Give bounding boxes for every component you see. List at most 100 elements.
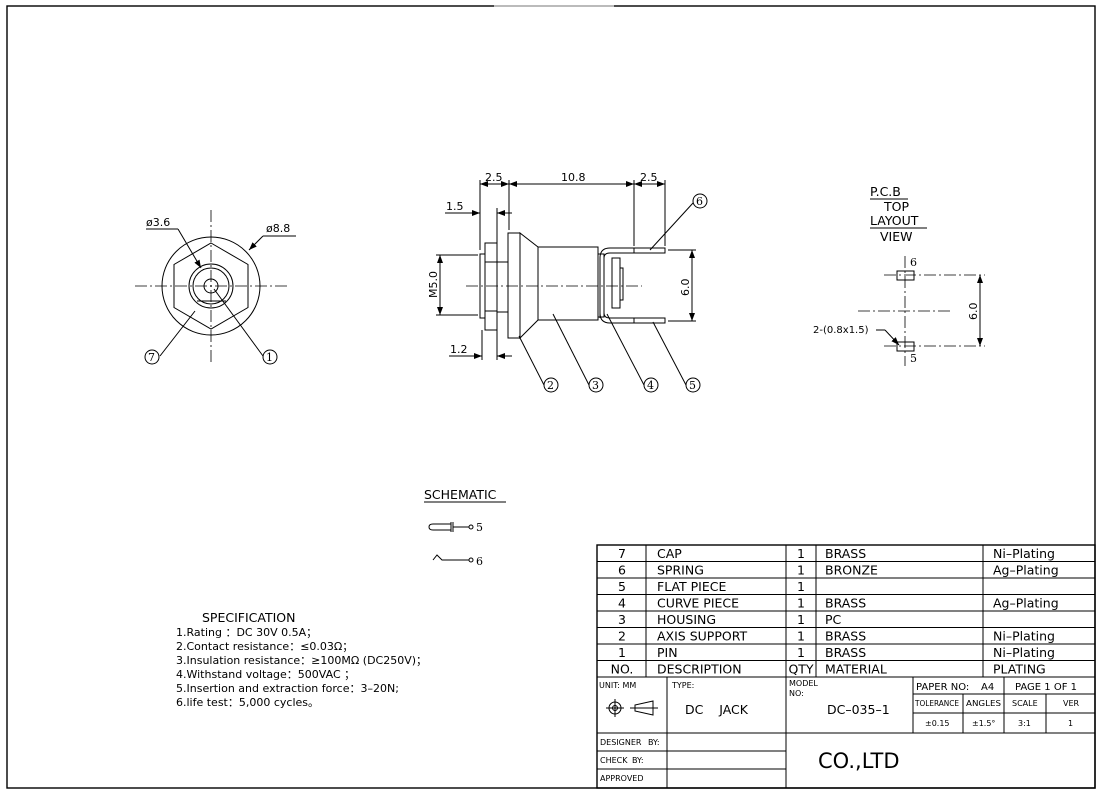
bom-plating: Ni–Plating	[993, 629, 1055, 644]
bom-row: 5 FLAT PIECE 1	[618, 579, 805, 594]
pcb-dim-6-0: 6.0	[967, 303, 980, 321]
balloon-3-label: 3	[592, 379, 599, 392]
bom-no: 7	[618, 546, 626, 561]
designer-label: DESIGNER	[600, 738, 642, 747]
balloon-1-label: 1	[266, 351, 273, 364]
bom-material: PC	[825, 612, 842, 627]
bom-material: MATERIAL	[825, 662, 887, 677]
bom-plating: PLATING	[993, 662, 1046, 677]
side-view: 2.5 10.8 2.5 1.5 1.2 M5.0 6.0 6 2 3 4 5	[427, 171, 708, 393]
bom-material: BRASS	[825, 596, 866, 611]
spec-item: 5.Insertion and extraction force：3–20N;	[176, 682, 399, 695]
bom-qty: 1	[797, 629, 805, 644]
spec-item: 1.Rating ：DC 30V 0.5A；	[176, 626, 317, 639]
paper-value: A4	[981, 682, 994, 693]
bom-description: PIN	[657, 645, 678, 660]
pcb-title-overlay: TOP	[883, 199, 909, 214]
dim-m5: M5.0	[427, 271, 440, 298]
tolerance-value: ±0.15	[925, 719, 950, 728]
balloon-3	[588, 377, 604, 393]
balloon-7-label: 7	[148, 351, 155, 364]
schematic-pin-5: 5	[476, 521, 483, 534]
spec-title: SPECIFICATION	[202, 610, 295, 625]
company-name: CO.,LTD	[818, 749, 900, 773]
bom-description: SPRING	[657, 563, 704, 578]
bom-description: AXIS SUPPORT	[657, 629, 747, 644]
balloon-2	[543, 377, 559, 393]
dim-6-0: 6.0	[679, 279, 692, 297]
spec-item: 6.life test：5,000 cycles。	[176, 696, 319, 709]
bom-material: BRASS	[825, 645, 866, 660]
bom-qty: 1	[797, 563, 805, 578]
check-label: CHECK	[600, 756, 628, 765]
bom-no: 1	[618, 645, 626, 660]
balloon-5	[685, 377, 701, 393]
ver-label: VER	[1063, 699, 1080, 708]
bom-plating: Ni–Plating	[993, 546, 1055, 561]
model-value: DC–035–1	[827, 702, 890, 717]
title-block: UNIT: MM TYPE: DC JACK MODEL NO: DC–035–…	[597, 677, 1095, 788]
bom-description: FLAT PIECE	[657, 579, 726, 594]
schematic-pin-6: 6	[476, 555, 483, 568]
balloon-6-label: 6	[696, 195, 703, 208]
specification: SPECIFICATION 1.Rating ：DC 30V 0.5A； 2.C…	[176, 610, 427, 709]
front-view: ø3.6 ø8.8 7 1	[135, 210, 296, 365]
bom-no: 3	[618, 612, 626, 627]
pcb-title-2: LAYOUT	[870, 213, 919, 228]
page-label: PAGE 1 OF 1	[1015, 682, 1077, 693]
pad-5	[896, 341, 915, 352]
angles-value: ±1.5°	[972, 719, 995, 728]
tolerance-label: TOLERANCE	[914, 699, 959, 708]
bom-qty: 1	[797, 612, 805, 627]
pad-5-label: 5	[910, 352, 917, 365]
pcb-layout-view: P.C.B TOP LAYOUT VIEW 6 5 2-(0.8x1.5) 6.…	[813, 184, 985, 366]
dim-outer-diameter: ø8.8	[266, 222, 290, 235]
schematic: SCHEMATIC 5 6	[424, 487, 506, 568]
bom-no: 6	[618, 563, 626, 578]
model-label-2: NO:	[789, 689, 804, 698]
spec-item: 3.Insulation resistance：≥100MΩ (DC250V)；	[176, 654, 427, 667]
dim-10-8: 10.8	[561, 171, 586, 184]
dim-inner-diameter: ø3.6	[146, 216, 170, 229]
drawing-frame	[6, 5, 1096, 789]
projection-symbol-icon	[606, 699, 658, 717]
dim-2-5-right: 2.5	[640, 171, 658, 184]
bom-description: DESCRIPTION	[657, 662, 742, 677]
pad-6	[896, 270, 915, 281]
balloon-2-label: 2	[547, 379, 554, 392]
bom-qty: 1	[797, 579, 805, 594]
balloon-5-label: 5	[689, 379, 696, 392]
dim-2-5-left: 2.5	[485, 171, 503, 184]
pad-size-note: 2-(0.8x1.5)	[813, 325, 869, 336]
bom-material: BRASS	[825, 546, 866, 561]
bom-no: 5	[618, 579, 626, 594]
balloon-1	[262, 349, 278, 365]
bom-description: CURVE PIECE	[657, 596, 739, 611]
scale-label: SCALE	[1012, 699, 1038, 708]
bom-row: 2 AXIS SUPPORT 1 BRASS Ni–Plating	[618, 629, 1055, 644]
balloon-4-label: 4	[647, 379, 654, 392]
bom-qty: 1	[797, 645, 805, 660]
by-label: BY:	[648, 738, 660, 747]
spec-item: 4.Withstand voltage：500VAC ；	[176, 668, 355, 681]
approved-label: APPROVED	[600, 774, 644, 783]
model-label: MODEL	[789, 679, 818, 688]
unit-label: UNIT: MM	[599, 681, 636, 690]
type-label: TYPE:	[671, 681, 694, 690]
bom-no: 2	[618, 629, 626, 644]
balloon-6	[692, 193, 708, 209]
bom-material: BRASS	[825, 629, 866, 644]
schematic-title: SCHEMATIC	[424, 487, 497, 502]
type-value: DC JACK	[685, 702, 749, 717]
pcb-title-1: P.C.B	[870, 184, 901, 199]
dim-1-2: 1.2	[450, 343, 468, 356]
bom-no: NO.	[611, 662, 634, 677]
pcb-title-3: VIEW	[880, 229, 913, 244]
bom-no: 4	[618, 596, 626, 611]
